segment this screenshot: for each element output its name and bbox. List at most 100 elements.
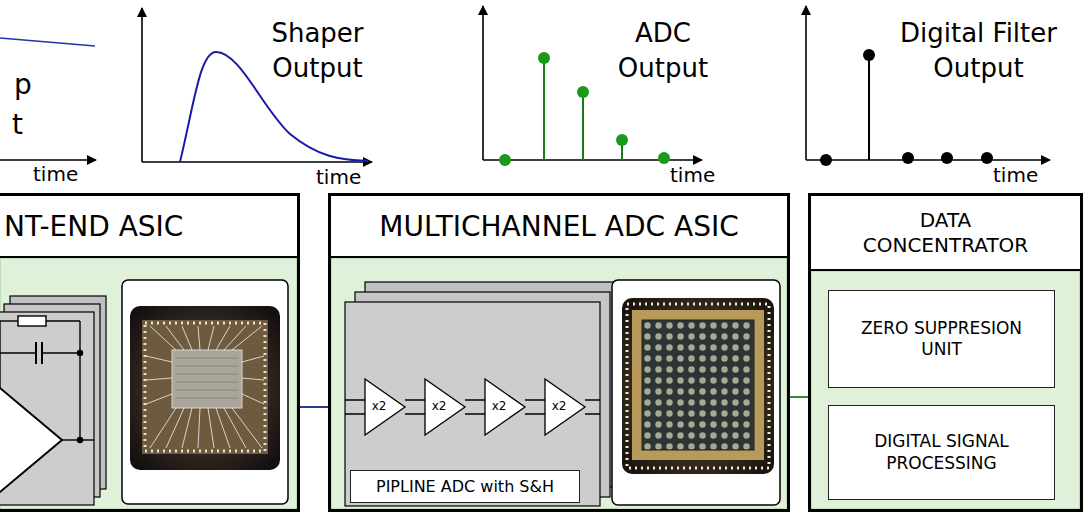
concentrator-box: ZERO SUPPRESION UNIT DIGITAL SIGNAL PROCE… bbox=[808, 193, 1083, 512]
pipeline-stages bbox=[345, 400, 600, 414]
box-ground bbox=[331, 258, 787, 509]
time-axis bbox=[0, 159, 96, 161]
chip-photo bbox=[632, 310, 764, 460]
amplifier-symbol bbox=[0, 378, 62, 502]
gain-label: x2 bbox=[548, 399, 570, 413]
gain-label: x2 bbox=[488, 399, 510, 413]
gain-label: x2 bbox=[492, 399, 507, 413]
gain-label: x2 bbox=[428, 399, 450, 413]
sample-dots bbox=[981, 152, 993, 164]
chip-photo bbox=[146, 326, 264, 448]
signal-line bbox=[790, 396, 808, 398]
gain-label: x2 bbox=[372, 399, 387, 413]
sample-dots bbox=[863, 49, 875, 61]
sample-stems bbox=[544, 58, 622, 160]
axis-label: time bbox=[33, 162, 78, 186]
time-axis bbox=[142, 161, 372, 163]
process-box: DIGITAL SIGNAL PROCESSING bbox=[828, 405, 1055, 500]
plot-title: Digital Filter Output bbox=[876, 16, 1081, 86]
chip-photo bbox=[122, 280, 288, 504]
plot-title: Digital Filter Output bbox=[876, 16, 1081, 86]
chip-photo bbox=[612, 280, 780, 505]
sample-stem bbox=[868, 55, 870, 160]
signal-curve bbox=[0, 38, 95, 46]
chip-photo bbox=[627, 304, 769, 468]
sample-stems bbox=[543, 58, 545, 160]
chip-photo bbox=[145, 323, 265, 451]
box-label: PIPLINE ADC with S&H bbox=[376, 477, 554, 497]
box-label: DIGITAL SIGNAL PROCESSING bbox=[847, 431, 1037, 474]
chip-photo bbox=[172, 350, 242, 408]
plot-title: Shaper Output bbox=[250, 16, 385, 86]
box-header: DATA CONCENTRATOR bbox=[811, 196, 1080, 271]
asic-box: NT-END ASIC bbox=[0, 193, 300, 512]
chip-photo bbox=[142, 320, 268, 454]
plot-title: t bbox=[12, 108, 23, 142]
sample-dots bbox=[538, 52, 550, 64]
sample-dots bbox=[658, 152, 670, 164]
box-title: DATA CONCENTRATOR bbox=[851, 208, 1041, 258]
axis-label: time bbox=[316, 165, 361, 189]
gain-stage bbox=[545, 379, 585, 435]
value-axis bbox=[805, 6, 807, 160]
plot-title: ADC Output bbox=[598, 16, 728, 86]
asic-box: PIPLINE ADC with S&H MULTICHANNEL ADC ASI… bbox=[328, 193, 790, 512]
charge-amplifier-circuit bbox=[0, 316, 94, 502]
box-title: MULTICHANNEL ADC ASIC bbox=[379, 209, 739, 244]
charge-amplifier-circuit bbox=[42, 352, 80, 353]
plot-title: p bbox=[14, 68, 32, 102]
capacitor-symbol bbox=[35, 342, 37, 364]
sample-dots bbox=[616, 134, 628, 146]
box-title: NT-END ASIC bbox=[4, 209, 183, 244]
chip-photo bbox=[642, 320, 754, 450]
gain-label: x2 bbox=[432, 399, 447, 413]
process-box: PIPLINE ADC with S&H bbox=[350, 470, 580, 503]
axis-label: time bbox=[993, 163, 1038, 187]
adc-panels bbox=[345, 282, 620, 506]
plot-title: Shaper Output bbox=[250, 16, 385, 86]
pipeline-stages bbox=[345, 379, 600, 435]
sample-dots bbox=[499, 154, 511, 166]
gain-label: x2 bbox=[552, 399, 567, 413]
value-axis bbox=[482, 6, 484, 160]
charge-amplifier-circuit bbox=[0, 352, 36, 353]
signal-line bbox=[300, 406, 328, 408]
axis-label: time bbox=[670, 163, 715, 187]
charge-amplifier-circuit bbox=[78, 351, 83, 356]
adc-panels bbox=[345, 302, 600, 506]
charge-amplifier-circuit bbox=[78, 438, 83, 443]
gain-stage bbox=[425, 379, 465, 435]
chip-photo bbox=[612, 280, 780, 505]
chip-photo bbox=[130, 306, 280, 470]
box-ground bbox=[0, 258, 1080, 509]
sample-dots bbox=[941, 152, 953, 164]
resistor-symbol bbox=[18, 316, 46, 326]
axis-label: time bbox=[993, 163, 1038, 187]
time-axis bbox=[806, 159, 1050, 161]
chip-photo bbox=[622, 298, 774, 474]
preamp-plot bbox=[0, 38, 96, 160]
charge-amplifier-circuit bbox=[0, 320, 18, 321]
plot-title: ADC Output bbox=[598, 16, 728, 86]
chip-photo bbox=[176, 358, 238, 398]
sample-stems bbox=[582, 92, 584, 160]
gain-label: x2 bbox=[368, 399, 390, 413]
process-box: ZERO SUPPRESION UNIT bbox=[828, 290, 1055, 388]
chip-photo bbox=[122, 280, 288, 504]
plot-title: t bbox=[12, 108, 23, 142]
gain-stage bbox=[485, 379, 525, 435]
plot-title: p bbox=[14, 68, 32, 102]
box-header: MULTICHANNEL ADC ASIC bbox=[331, 196, 787, 258]
sample-dots bbox=[902, 152, 914, 164]
box-label: ZERO SUPPRESION UNIT bbox=[847, 318, 1037, 361]
sample-dots bbox=[820, 154, 832, 166]
charge-amplifier-circuit bbox=[46, 320, 80, 321]
sample-dots bbox=[577, 86, 589, 98]
axis-label: time bbox=[316, 165, 361, 189]
gain-stage bbox=[365, 379, 405, 435]
box-header: NT-END ASIC bbox=[0, 196, 297, 258]
axis-label: time bbox=[33, 162, 78, 186]
axis-label: time bbox=[670, 163, 715, 187]
box-ground bbox=[811, 271, 1080, 509]
